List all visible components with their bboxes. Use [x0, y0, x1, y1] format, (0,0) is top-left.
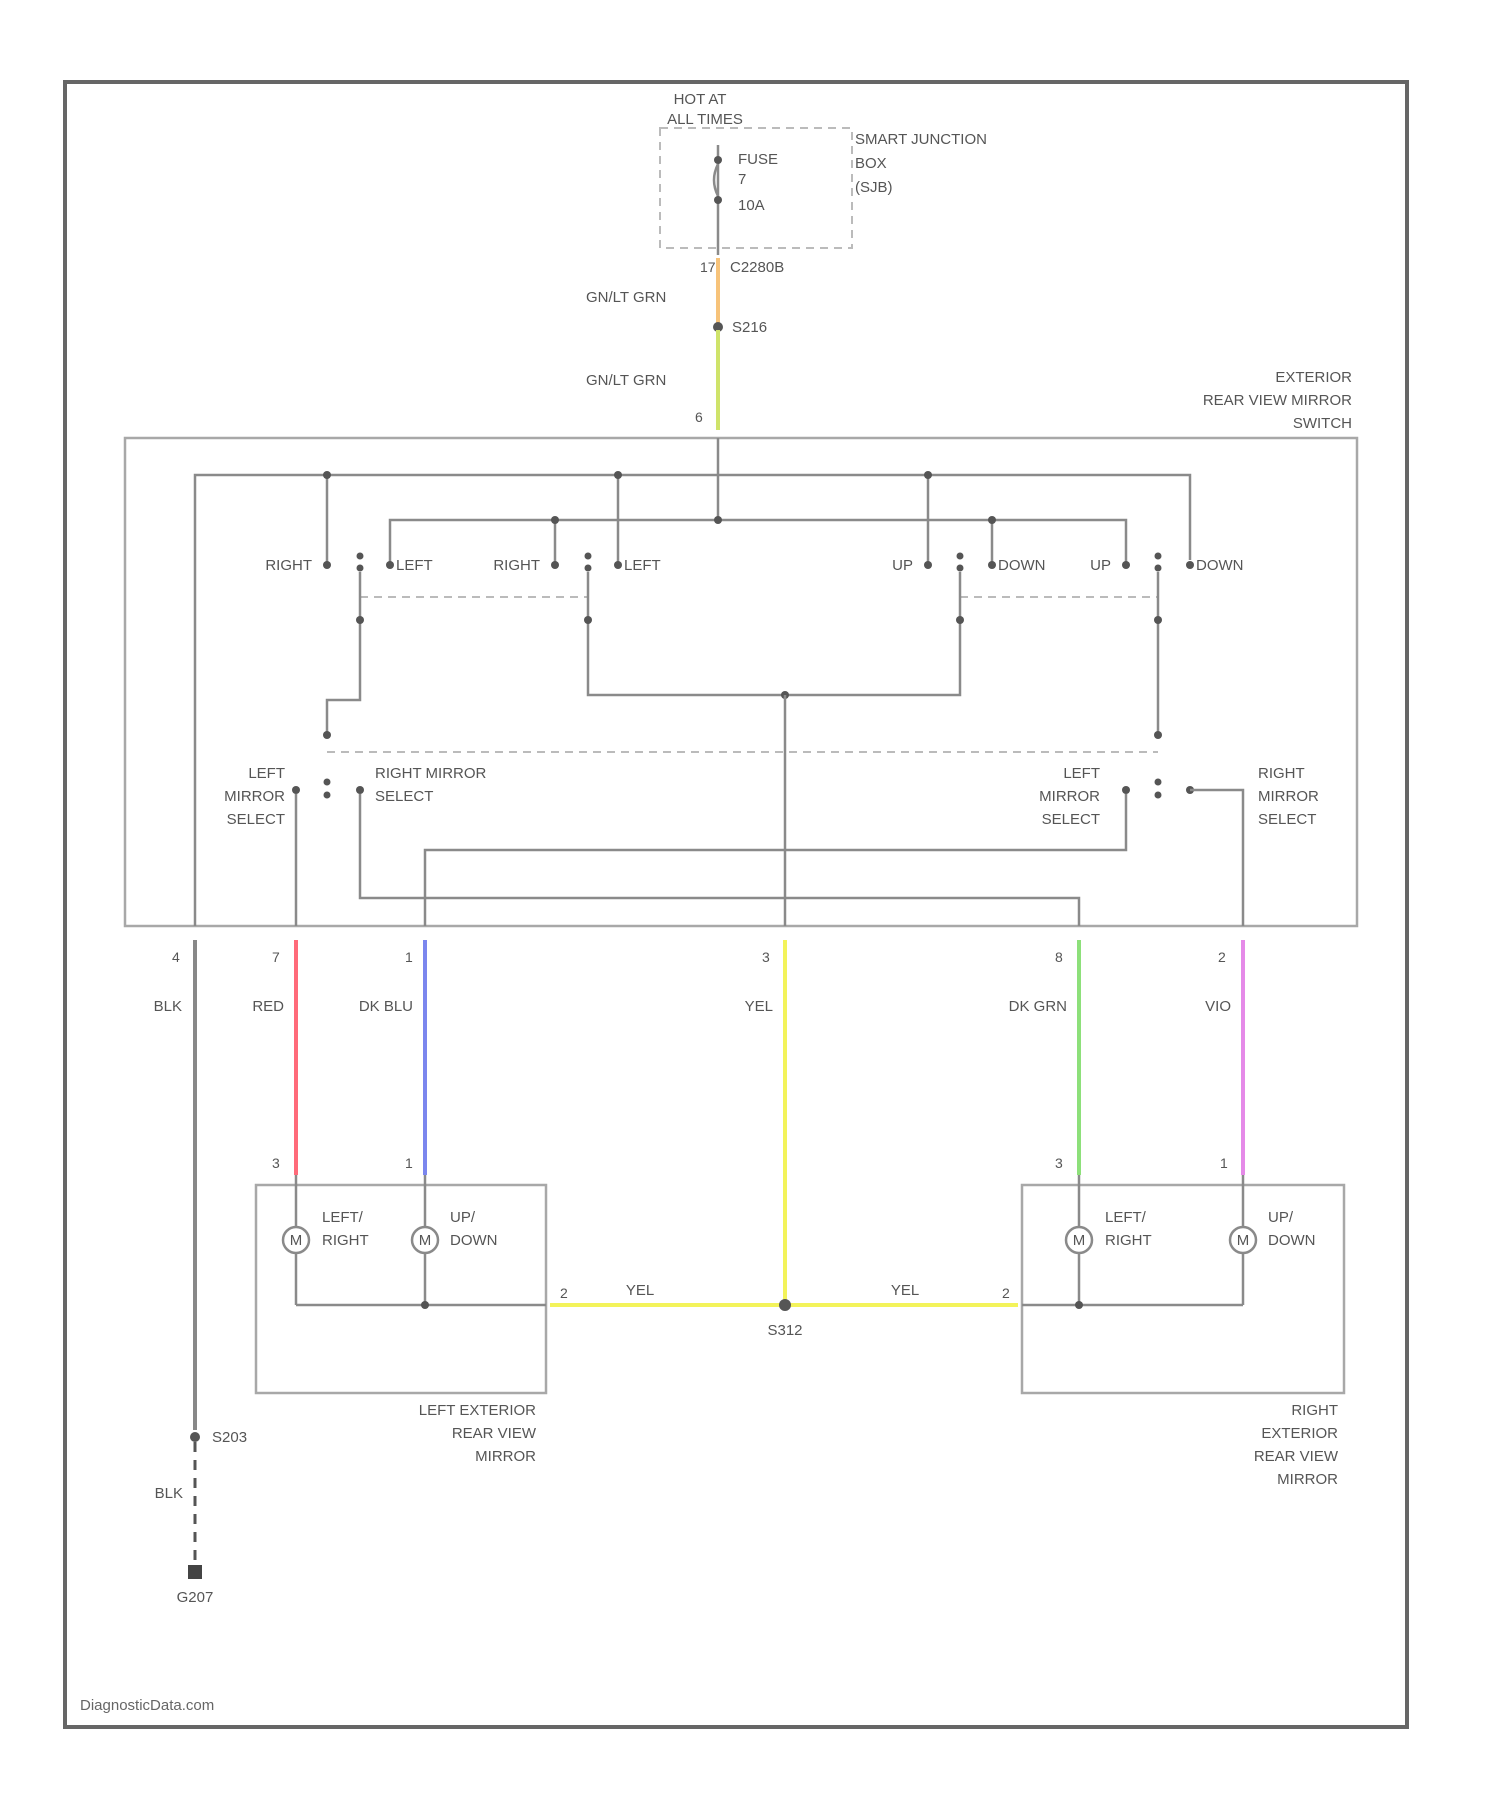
fuse-rating: 10A — [738, 197, 765, 214]
hot-at-label: HOT AT — [674, 91, 727, 108]
right-mirror-name-line-3: REAR VIEW — [1254, 1448, 1339, 1465]
left-select-2-line-1: LEFT — [1063, 765, 1100, 782]
right-select-2-line-1: RIGHT — [1258, 765, 1305, 782]
sjb-name-line-3: (SJB) — [855, 179, 893, 196]
splice-center-id: S312 — [767, 1322, 802, 1339]
right-motor-b-symbol: M — [1237, 1232, 1250, 1249]
right-select-2-line-3: SELECT — [1258, 811, 1316, 828]
left-select-2-line-3: SELECT — [1042, 811, 1100, 828]
right-motor-b-line-1: UP/ — [1268, 1209, 1294, 1226]
pin-7: 7 — [272, 949, 280, 965]
all-times-label: ALL TIMES — [667, 111, 743, 128]
contact-right-2: RIGHT — [493, 557, 540, 574]
bus-right-label: YEL — [891, 1282, 919, 1299]
right-mirror-pin-a: 3 — [1055, 1155, 1063, 1171]
right-mirror-name-line-4: MIRROR — [1277, 1471, 1338, 1488]
right-motor-a-line-1: LEFT/ — [1105, 1209, 1147, 1226]
right-mirror-name-line-2: EXTERIOR — [1261, 1425, 1338, 1442]
switch-box — [125, 438, 1357, 926]
left-mirror-name-line-2: REAR VIEW — [452, 1425, 537, 1442]
right-motor-b-line-2: DOWN — [1268, 1232, 1316, 1249]
feed-splice-id: S216 — [732, 319, 767, 336]
left-select-2-line-2: MIRROR — [1039, 788, 1100, 805]
sjb-name-line-2: BOX — [855, 155, 887, 172]
watermark: DiagnosticData.com — [80, 1697, 214, 1714]
right-motor-a-line-2: RIGHT — [1105, 1232, 1152, 1249]
contact-left-1: LEFT — [396, 557, 433, 574]
left-motor-b-symbol: M — [419, 1232, 432, 1249]
fuse-label: FUSE — [738, 151, 778, 168]
contact-down-1: DOWN — [998, 557, 1046, 574]
left-select-line-1: LEFT — [248, 765, 285, 782]
left-mirror-box — [256, 1185, 546, 1393]
wire-label-vio: VIO — [1205, 998, 1231, 1015]
left-mirror-pin-common: 2 — [560, 1285, 568, 1301]
pin-8: 8 — [1055, 949, 1063, 965]
contact-left-2: LEFT — [624, 557, 661, 574]
left-motor-b-line-2: DOWN — [450, 1232, 498, 1249]
left-motor-a-symbol: M — [290, 1232, 303, 1249]
ground-id: G207 — [177, 1589, 214, 1606]
right-select-line-1: RIGHT MIRROR — [375, 765, 487, 782]
left-motor-b-line-1: UP/ — [450, 1209, 476, 1226]
sjb-name-line-1: SMART JUNCTION — [855, 131, 987, 148]
ground-symbol — [188, 1565, 202, 1579]
right-mirror-box — [1022, 1185, 1344, 1393]
switch-name-line-1: EXTERIOR — [1275, 369, 1352, 386]
right-mirror-pin-common: 2 — [1002, 1285, 1010, 1301]
feed-wire: GN/LT GRN S216 GN/LT GRN 6 — [586, 258, 767, 430]
fuse-number: 7 — [738, 171, 746, 188]
left-mirror-name-line-3: MIRROR — [475, 1448, 536, 1465]
feed-wire-upper-color: GN/LT GRN — [586, 289, 666, 306]
right-motor-a-symbol: M — [1073, 1232, 1086, 1249]
switch-name-line-2: REAR VIEW MIRROR — [1203, 392, 1352, 409]
left-mirror: 3 1 M M LEFT/ RIGHT UP/ DOWN 2 LEFT EXTE… — [256, 1155, 568, 1465]
wire-label-dk-blu: DK BLU — [359, 998, 413, 1015]
right-select-2-line-2: MIRROR — [1258, 788, 1319, 805]
left-motor-a-line-2: RIGHT — [322, 1232, 369, 1249]
ground-splice-dot — [190, 1432, 200, 1442]
bus-left-label: YEL — [626, 1282, 654, 1299]
contact-right-1: RIGHT — [265, 557, 312, 574]
left-mirror-name-line-1: LEFT EXTERIOR — [419, 1402, 536, 1419]
wire-label-dk-grn: DK GRN — [1009, 998, 1067, 1015]
pin-3: 3 — [762, 949, 770, 965]
ground-splice-id: S203 — [212, 1429, 247, 1446]
sjb-dashed-box — [660, 128, 852, 248]
left-mirror-pin-b: 1 — [405, 1155, 413, 1171]
right-mirror-pin-b: 1 — [1220, 1155, 1228, 1171]
smart-junction-box: HOT AT ALL TIMES SMART JUNCTION BOX (SJB… — [660, 91, 987, 276]
contact-up-1: UP — [892, 557, 913, 574]
left-mirror-pin-a: 3 — [272, 1155, 280, 1171]
contact-up-2: UP — [1090, 557, 1111, 574]
ground-wire-color: BLK — [155, 1485, 183, 1502]
pin-4: 4 — [172, 949, 180, 965]
contact-down-2: DOWN — [1196, 557, 1244, 574]
left-select-line-3: SELECT — [227, 811, 285, 828]
wire-label-yel: YEL — [745, 998, 773, 1015]
wire-label-red: RED — [252, 998, 284, 1015]
feed-wire-lower-color: GN/LT GRN — [586, 372, 666, 389]
sjb-pin: 17 — [700, 259, 716, 275]
sjb-connector: C2280B — [730, 259, 784, 276]
pin-1: 1 — [405, 949, 413, 965]
switch-name-line-3: SWITCH — [1293, 415, 1352, 432]
left-select-line-2: MIRROR — [224, 788, 285, 805]
right-select-line-2: SELECT — [375, 788, 433, 805]
ground-path: S203 BLK G207 — [155, 1429, 247, 1606]
mirror-switch: EXTERIOR REAR VIEW MIRROR SWITCH — [125, 369, 1357, 926]
pin-2: 2 — [1218, 949, 1226, 965]
switch-feed-pin: 6 — [695, 409, 703, 425]
left-motor-a-line-1: LEFT/ — [322, 1209, 364, 1226]
right-mirror-name-line-1: RIGHT — [1291, 1402, 1338, 1419]
wire-label-blk: BLK — [154, 998, 182, 1015]
splice-s312-dot — [779, 1299, 791, 1311]
right-mirror: 3 1 M M LEFT/ RIGHT UP/ DOWN 2 RIGHT EXT… — [1002, 1155, 1344, 1488]
